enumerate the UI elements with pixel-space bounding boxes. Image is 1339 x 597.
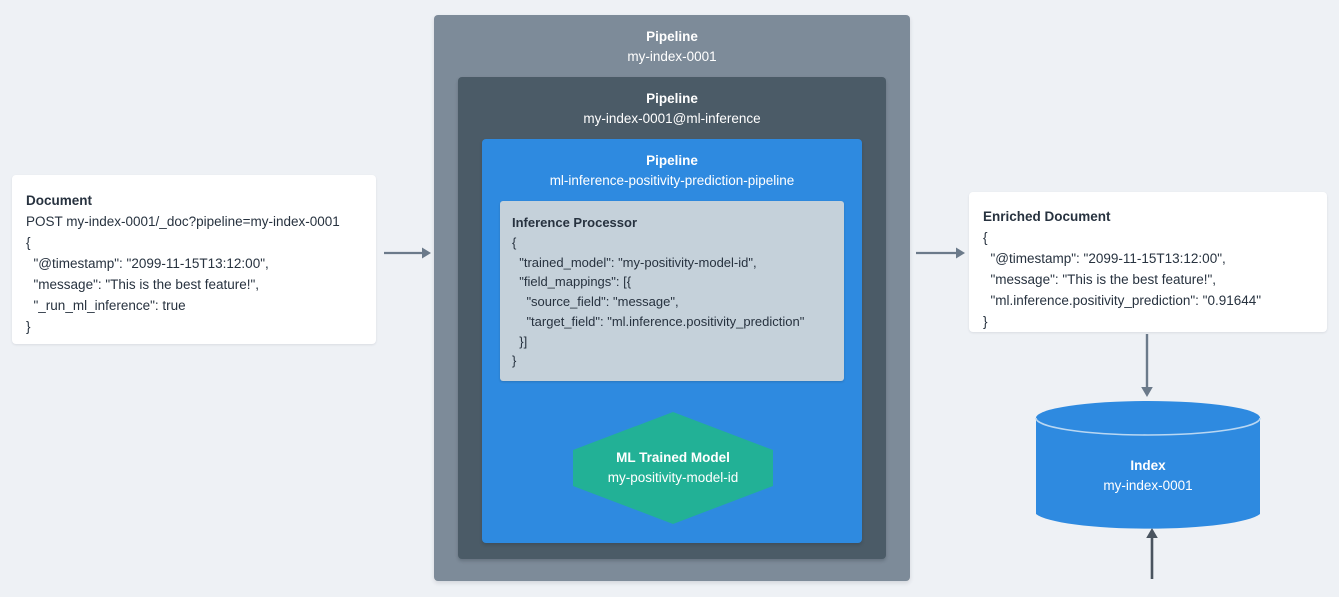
document-to-pipeline-arrow bbox=[384, 244, 432, 262]
inference-processor-line-0: { bbox=[512, 234, 517, 250]
inference-processor-title: Inference Processor bbox=[512, 215, 638, 230]
pipeline-middle-kind: Pipeline bbox=[646, 91, 698, 106]
inference-processor-panel: Inference Processor { "trained_model": "… bbox=[500, 201, 844, 381]
enriched-line-4: } bbox=[983, 313, 988, 329]
inference-processor-line-1: "trained_model": "my-positivity-model-id… bbox=[512, 254, 757, 270]
pipeline-middle-header: Pipeline my-index-0001@ml-inference bbox=[458, 77, 886, 128]
enriched-line-0: { bbox=[983, 229, 988, 245]
index-cylinder-node: Index my-index-0001 bbox=[1034, 400, 1262, 532]
pipeline-to-enriched-document-arrow bbox=[916, 244, 966, 262]
ml-model-to-inference-processor-arrow bbox=[1143, 527, 1161, 579]
document-line-1: { bbox=[26, 234, 31, 250]
pipeline-outer-my-index-0001: Pipeline my-index-0001 Pipeline my-index… bbox=[434, 15, 1158, 581]
enriched-document-card: Enriched Document { "@timestamp": "2099-… bbox=[969, 192, 1327, 332]
document-card: Document POST my-index-0001/_doc?pipelin… bbox=[12, 175, 376, 344]
enriched-document-title: Enriched Document bbox=[983, 209, 1111, 224]
pipeline-inner-header: Pipeline ml-inference-positivity-predict… bbox=[482, 139, 862, 190]
inference-processor-line-6: } bbox=[512, 353, 517, 369]
inference-processor-line-4: "target_field": "ml.inference.positivity… bbox=[512, 313, 805, 329]
enriched-document-to-index-arrow bbox=[1138, 334, 1156, 398]
enriched-line-2: "message": "This is the best feature!", bbox=[983, 271, 1217, 287]
pipeline-outer-kind: Pipeline bbox=[646, 29, 698, 44]
pipeline-outer-header: Pipeline my-index-0001 bbox=[434, 15, 910, 66]
inference-processor-line-2: "field_mappings": [{ bbox=[512, 274, 632, 290]
pipeline-middle-name: my-index-0001@ml-inference bbox=[583, 110, 761, 126]
inference-processor-line-5: }] bbox=[512, 333, 528, 349]
document-card-title: Document bbox=[26, 193, 93, 208]
document-line-4: "_run_ml_inference": true bbox=[26, 297, 186, 313]
pipeline-inner-name: ml-inference-positivity-prediction-pipel… bbox=[549, 172, 795, 188]
pipeline-outer-name: my-index-0001 bbox=[627, 48, 717, 64]
inference-processor-line-3: "source_field": "message", bbox=[512, 294, 679, 309]
pipeline-inner-kind: Pipeline bbox=[646, 153, 698, 168]
document-line-5: } bbox=[26, 318, 31, 334]
enriched-line-1: "@timestamp": "2099-11-15T13:12:00", bbox=[983, 250, 1226, 266]
ml-trained-model-node: ML Trained Model my-positivity-model-id bbox=[566, 412, 780, 524]
pipeline-middle-ml-inference: Pipeline my-index-0001@ml-inference Pipe… bbox=[458, 77, 1158, 579]
enriched-line-3: "ml.inference.positivity_prediction": "0… bbox=[983, 292, 1262, 308]
pipeline-inner-positivity-prediction: Pipeline ml-inference-positivity-predict… bbox=[482, 139, 1158, 579]
document-line-3: "message": "This is the best feature!", bbox=[26, 276, 260, 292]
database-cylinder-icon bbox=[1035, 401, 1261, 529]
document-line-0: POST my-index-0001/_doc?pipeline=my-inde… bbox=[26, 213, 340, 229]
document-line-2: "@timestamp": "2099-11-15T13:12:00", bbox=[26, 255, 269, 271]
hexagon-icon bbox=[573, 412, 773, 524]
